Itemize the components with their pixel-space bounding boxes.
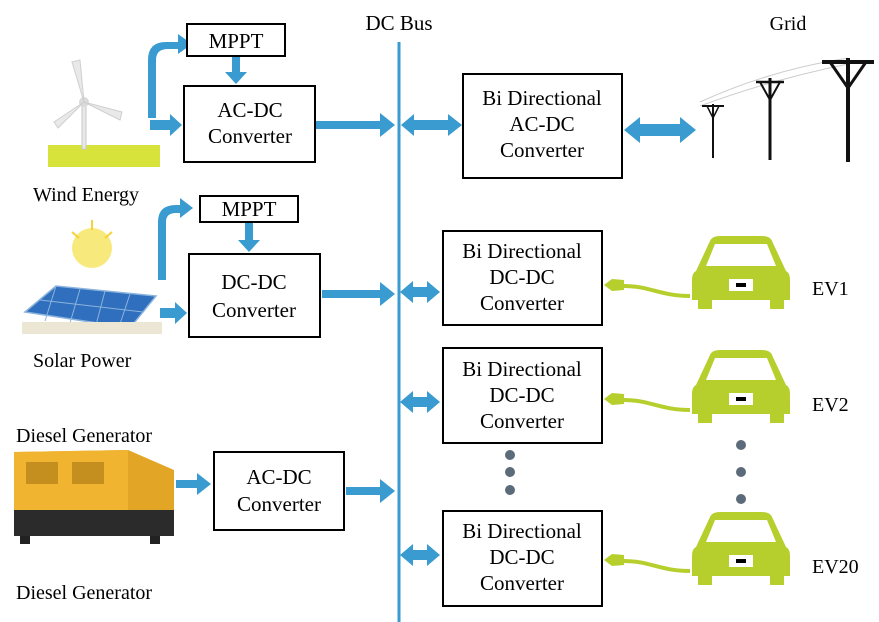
wind-turbine-icon [48,59,160,167]
ev20-car-icon [604,512,790,585]
solar-panel-icon [22,220,162,334]
dcdc-solar-line1: DC-DC [221,270,286,294]
dcdc-solar-box [188,253,321,338]
grid-title: Grid [770,13,807,35]
grid-arrow [624,117,696,143]
acdc-diesel-line2: Converter [237,492,321,516]
dcdc-solar-line2: Converter [212,298,296,322]
acdc-wind-line2: Converter [208,124,292,148]
ev20-label: EV20 [812,556,859,578]
ev1-car-icon [604,236,790,309]
bidir-grid-line1: Bi Directional [482,86,602,110]
ev2-label: EV2 [812,394,849,416]
mppt-solar-box [199,195,299,223]
wind-energy-label: Wind Energy [33,184,139,206]
ev1-bus-arrow [400,281,440,303]
diesel-out-arrow [346,479,395,503]
bidir-grid-box [462,73,623,179]
bidir-grid-line2: AC-DC [509,112,574,136]
mppt-solar-label: MPPT [222,197,277,221]
bidir-ev20-line3: Converter [480,571,564,595]
acdc-wind-box [183,85,316,163]
bidir-ev2-line2: DC-DC [489,383,554,407]
acdc-diesel-line1: AC-DC [246,465,311,489]
solar-arrows [158,198,395,324]
bidir-ev1-line2: DC-DC [489,265,554,289]
converter-ellipsis-dots [505,450,515,495]
dc-bus-title: DC Bus [365,11,432,35]
ev20-bus-arrow [400,544,440,566]
ev2-bus-arrow [400,391,440,413]
bidir-ev1-line3: Converter [480,291,564,315]
ev2-car-icon [604,350,790,423]
bidir-ev20-box [442,510,603,607]
bidir-grid-line3: Converter [500,138,584,162]
diesel-in-arrow [176,473,211,495]
diesel-generator-icon [14,450,174,544]
bidir-ev1-box [442,230,603,326]
solar-power-label: Solar Power [33,350,132,372]
diesel-generator-top-label: Diesel Generator [16,425,152,447]
mppt-wind-label: MPPT [209,29,264,53]
acdc-diesel-box [213,451,345,531]
bidir-ev20-line2: DC-DC [489,545,554,569]
grid-poles-icon [699,57,874,162]
bidir-ev2-line1: Bi Directional [462,357,582,381]
bidir-ev2-line3: Converter [480,409,564,433]
bidir-ev2-box [442,347,603,444]
grid-bus-arrow [401,114,462,136]
bidir-ev1-line1: Bi Directional [462,239,582,263]
diesel-generator-bottom-label: Diesel Generator [16,582,152,604]
bidir-ev20-line1: Bi Directional [462,519,582,543]
mppt-wind-box [186,23,286,57]
acdc-wind-line1: AC-DC [217,98,282,122]
ev-ellipsis-dots [736,440,746,504]
ev1-label: EV1 [812,278,849,300]
